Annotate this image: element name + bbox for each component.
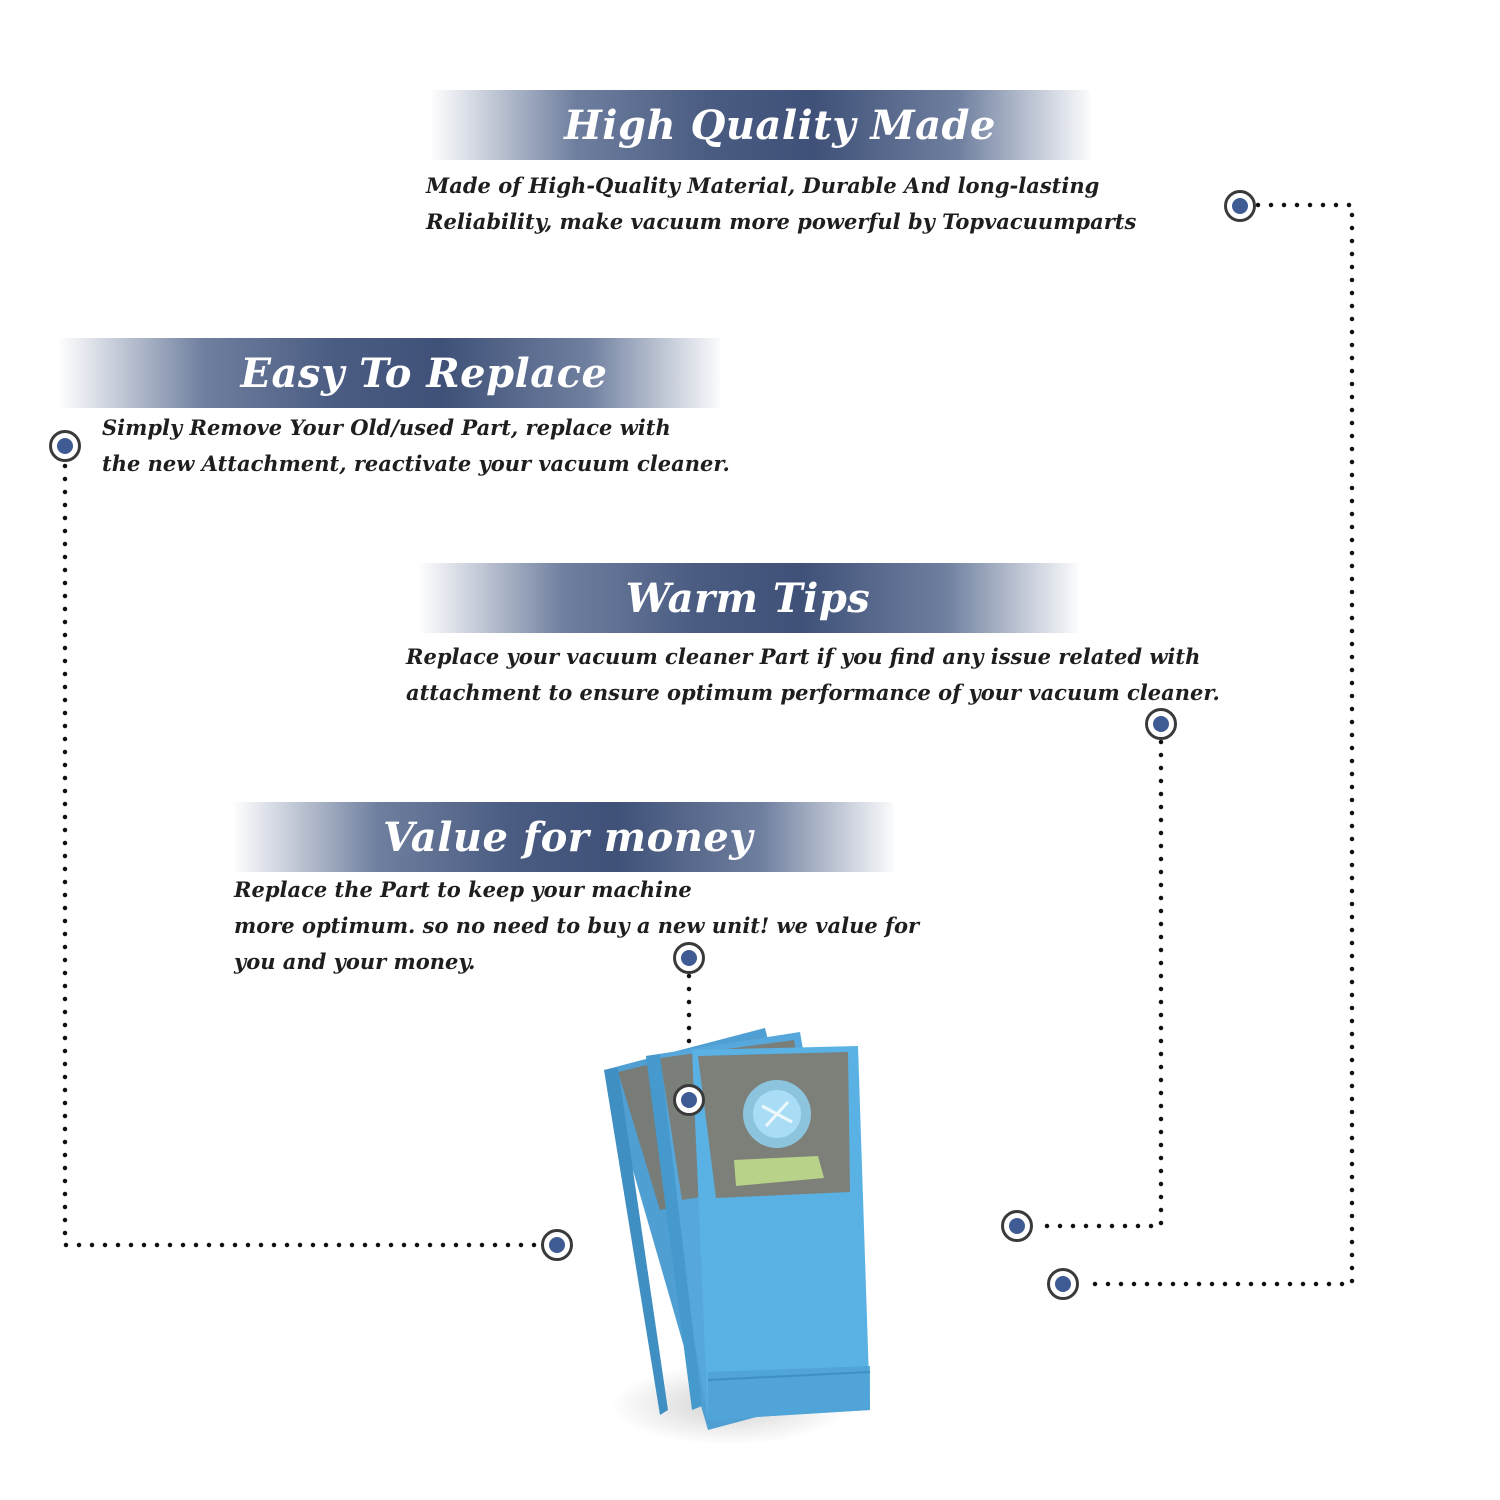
connector-high-quality xyxy=(1082,202,1355,1287)
banner-high-quality: High Quality Made xyxy=(430,90,1090,160)
banner-title: Value for money xyxy=(382,813,754,861)
feature-description-high-quality: Made of High-Quality Material, Durable A… xyxy=(426,168,1136,240)
connector-easy-replace xyxy=(62,463,543,1248)
connector-warm-tips xyxy=(1033,739,1164,1229)
connector-end-value-money xyxy=(673,1084,705,1116)
banner-title: Warm Tips xyxy=(625,574,871,622)
description-line: Reliability, make vacuum more powerful b… xyxy=(426,209,1137,234)
connector-marker-easy-replace xyxy=(49,430,81,462)
connector-end-easy-replace xyxy=(541,1229,573,1261)
vacuum-bag-image xyxy=(604,1028,871,1445)
feature-description-warm-tips: Replace your vacuum cleaner Part if you … xyxy=(406,639,1220,711)
banner-easy-replace: Easy To Replace xyxy=(58,338,720,408)
connector-end-high-quality xyxy=(1047,1268,1079,1300)
banner-title: Easy To Replace xyxy=(240,349,608,397)
feature-description-easy-replace: Simply Remove Your Old/used Part, replac… xyxy=(102,410,730,482)
description-line: Simply Remove Your Old/used Part, replac… xyxy=(102,415,671,440)
connector-marker-warm-tips xyxy=(1145,708,1177,740)
description-line: Made of High-Quality Material, Durable A… xyxy=(426,173,1100,198)
banner-value-money: Value for money xyxy=(232,802,894,872)
connector-end-warm-tips xyxy=(1001,1210,1033,1242)
banner-warm-tips: Warm Tips xyxy=(418,563,1078,633)
feature-description-value-money: Replace the Part to keep your machine mo… xyxy=(234,872,919,980)
description-line: attachment to ensure optimum performance… xyxy=(406,680,1220,705)
description-line: more optimum. so no need to buy a new un… xyxy=(234,913,920,938)
description-line: you and your money. xyxy=(234,949,476,974)
bag-tape xyxy=(734,1156,824,1186)
connector-marker-high-quality xyxy=(1224,190,1256,222)
description-line: the new Attachment, reactivate your vacu… xyxy=(102,451,730,476)
vacuum-bag-front xyxy=(692,1046,871,1420)
description-line: Replace the Part to keep your machine xyxy=(234,877,692,902)
description-line: Replace your vacuum cleaner Part if you … xyxy=(406,644,1201,669)
connector-marker-value-money xyxy=(673,942,705,974)
banner-title: High Quality Made xyxy=(564,101,996,149)
